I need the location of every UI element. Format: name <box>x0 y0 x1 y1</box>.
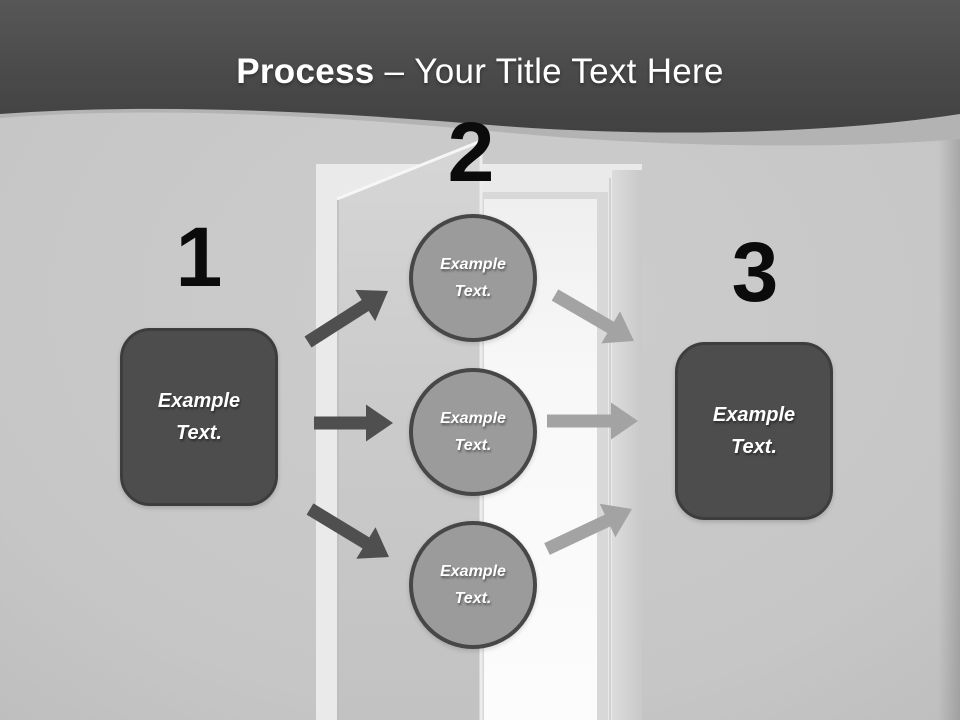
step-2-circle-middle-line1: Example <box>440 410 506 427</box>
step-2-circle-bottom: Example Text. <box>409 521 537 649</box>
step-2-circle-top-line1: Example <box>440 256 506 273</box>
step-1-label-line1: Example <box>157 390 241 412</box>
door-panel-top-highlight <box>336 139 482 201</box>
step-1-box: Example Text. <box>120 328 278 506</box>
step-1-label: Example Text. <box>158 385 240 449</box>
step-2-circle-top: Example Text. <box>409 214 537 342</box>
header-wave <box>0 0 960 133</box>
arrow-step1-to-circle-top <box>304 289 388 348</box>
step-3-box: Example Text. <box>675 342 833 520</box>
step-3-label-line2: Text. <box>731 436 777 458</box>
arrow-circle-middle-to-step3 <box>547 402 638 440</box>
arrow-step1-to-circle-bottom <box>306 503 389 559</box>
step-2-number: 2 <box>447 105 495 199</box>
title-separator: – <box>384 52 405 91</box>
step-2-circle-bottom-line2: Text. <box>454 590 492 607</box>
title-rest: Your Title Text Here <box>414 52 724 91</box>
step-2-circle-middle-line2: Text. <box>454 437 492 454</box>
wall-right-shading <box>938 100 960 720</box>
arrow-step1-to-circle-middle <box>314 404 393 442</box>
door-frame-right-trim <box>612 170 642 720</box>
step-1-number: 1 <box>175 210 223 304</box>
step-3-number: 3 <box>731 225 779 319</box>
step-2-circle-middle: Example Text. <box>409 368 537 496</box>
arrow-circle-bottom-to-step3 <box>544 503 632 555</box>
step-2-circle-top-line2: Text. <box>454 283 492 300</box>
step-2-circle-bottom-label: Example Text. <box>440 558 506 612</box>
arrow-circle-top-to-step3 <box>551 289 634 344</box>
step-2-circle-middle-label: Example Text. <box>440 405 506 459</box>
step-1-label-line2: Text. <box>176 422 222 444</box>
step-3-label-line1: Example <box>712 404 796 426</box>
step-2-circle-bottom-line1: Example <box>440 563 506 580</box>
title-emphasis: Process <box>236 52 375 91</box>
slide-title: Process – Your Title Text Here <box>0 0 960 110</box>
step-2-circle-top-label: Example Text. <box>440 251 506 305</box>
step-3-label: Example Text. <box>713 399 795 463</box>
